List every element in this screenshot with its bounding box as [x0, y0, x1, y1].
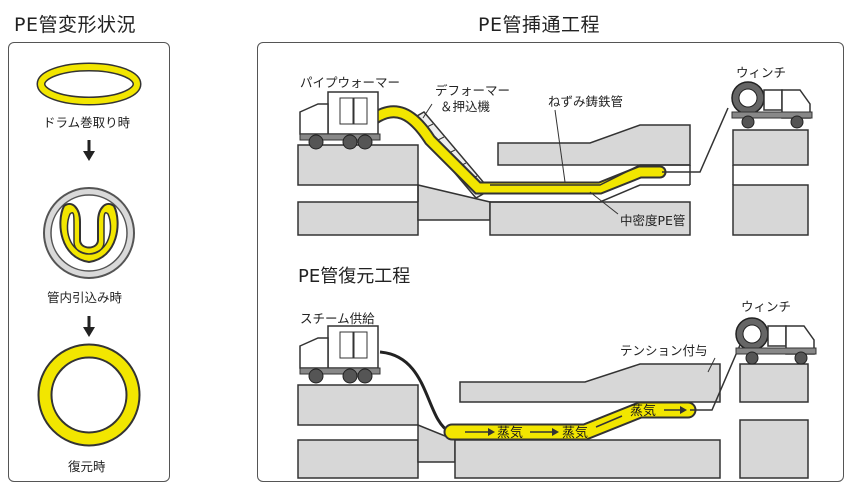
label-pe-pipe: 中密度PE管: [620, 213, 686, 228]
winch-rope-bottom: [690, 344, 741, 411]
steam-label-1: 蒸気: [497, 425, 523, 441]
down-arrow-2: [83, 316, 95, 337]
stage-label-pulled-in: 管内引込み時: [47, 290, 123, 305]
label-winch-top: ウィンチ: [736, 65, 787, 80]
restoration-title: PE管復元工程: [298, 266, 411, 287]
steam-label-2: 蒸気: [562, 425, 588, 441]
steam-arrows: [465, 406, 687, 436]
restored-pipe: [37, 343, 141, 447]
leader-tension: [707, 357, 716, 373]
label-cast-iron-pipe: ねずみ鋳鉄管: [548, 94, 624, 109]
insertion-title: PE管挿通工程: [478, 14, 600, 36]
label-pipe-warmer: パイプウォーマー: [300, 75, 401, 90]
down-arrow-1: [83, 140, 95, 161]
pulled-in-pipe: [43, 187, 135, 279]
steam-supply-truck: [299, 325, 381, 384]
leader-pe-pipe: [589, 191, 619, 215]
winch-truck-bottom: [735, 317, 817, 365]
winch-rope: [662, 107, 729, 173]
label-steam-supply: スチーム供給: [300, 311, 375, 326]
pipe-warmer-truck: [299, 91, 381, 150]
label-deformer-1: デフォーマー: [435, 83, 511, 98]
label-deformer-2: ＆押込機: [440, 99, 491, 114]
label-winch-bottom: ウィンチ: [741, 299, 792, 314]
restoration-ground: [297, 363, 809, 479]
label-tension: テンション付与: [620, 343, 708, 358]
insertion-ground: [297, 124, 809, 236]
winch-truck-top: [731, 81, 813, 129]
leader-deformer: [422, 103, 433, 119]
leader-cast-iron: [554, 109, 566, 183]
cast-iron-pipe: [417, 164, 690, 203]
deformation-title: PE管変形状況: [14, 14, 136, 36]
stage-label-restored: 復元時: [68, 459, 106, 474]
steam-hose: [379, 350, 451, 434]
stage-label-drum: ドラム巻取り時: [43, 115, 131, 130]
steam-label-3: 蒸気: [630, 403, 656, 419]
